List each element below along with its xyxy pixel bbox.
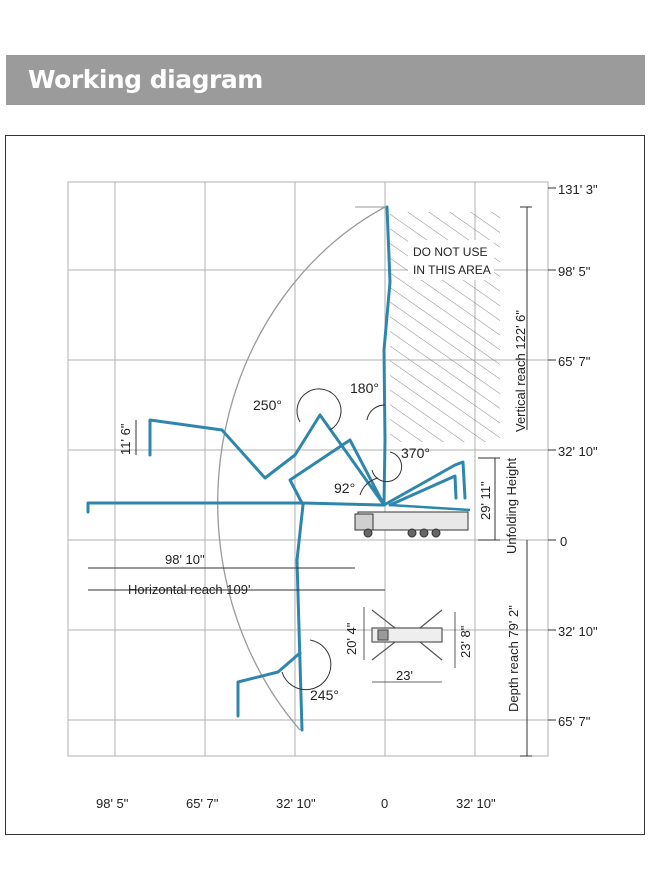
dimension-lines	[88, 206, 532, 757]
y-label-65: 65' 7"	[558, 354, 591, 369]
vertical-reach-label: Vertical reach 122' 6"	[513, 310, 528, 432]
angle-370-label: 370°	[401, 445, 430, 461]
angle-180-label: 180°	[350, 380, 379, 396]
unfolding-height-value: 29' 11"	[478, 481, 493, 520]
diagram-frame	[5, 135, 645, 835]
y-label-32: 32' 10"	[558, 444, 598, 459]
x-label-98: 98' 5"	[96, 796, 129, 811]
y-label-98: 98' 5"	[558, 264, 591, 279]
no-use-line1: DO NOT USE	[413, 245, 487, 259]
no-use-line2: IN THIS AREA	[413, 263, 491, 277]
unfolding-height-label: Unfolding Height	[504, 457, 519, 554]
truck-icon	[354, 503, 471, 538]
y-label-131: 131' 3"	[558, 182, 598, 197]
reach-98-label: 98' 10"	[165, 552, 205, 567]
depth-reach-label: Depth reach 79' 2"	[506, 605, 521, 712]
outrigger-plan-icon	[363, 607, 456, 683]
right-ticks	[548, 187, 556, 721]
no-use-label-bg	[408, 240, 494, 280]
angle-250-label: 250°	[253, 397, 282, 413]
reach-envelope-arc	[217, 206, 386, 731]
y-label-0: 0	[560, 534, 567, 549]
x-label-32: 32' 10"	[276, 796, 316, 811]
page-title: Working diagram	[28, 65, 263, 94]
boom-lines	[86, 205, 467, 732]
header-bar: Working diagram	[6, 55, 645, 105]
horizontal-reach-label: Horizontal reach 109'	[128, 582, 250, 597]
x-label-32b: 32' 10"	[456, 796, 496, 811]
angle-arcs	[281, 388, 403, 691]
x-label-0: 0	[381, 796, 388, 811]
angle-92-label: 92°	[334, 480, 355, 496]
y-label-32b: 32' 10"	[558, 624, 598, 639]
angle-245-label: 245°	[310, 687, 339, 703]
y-label-65b: 65' 7"	[558, 714, 591, 729]
outrigger-front-label: 20' 4"	[344, 622, 359, 655]
outrigger-width-label: 23'	[396, 668, 413, 683]
hook-height-label: 11' 6"	[118, 423, 133, 455]
outrigger-rear-label: 23' 8"	[458, 625, 473, 658]
x-label-65: 65' 7"	[186, 796, 219, 811]
